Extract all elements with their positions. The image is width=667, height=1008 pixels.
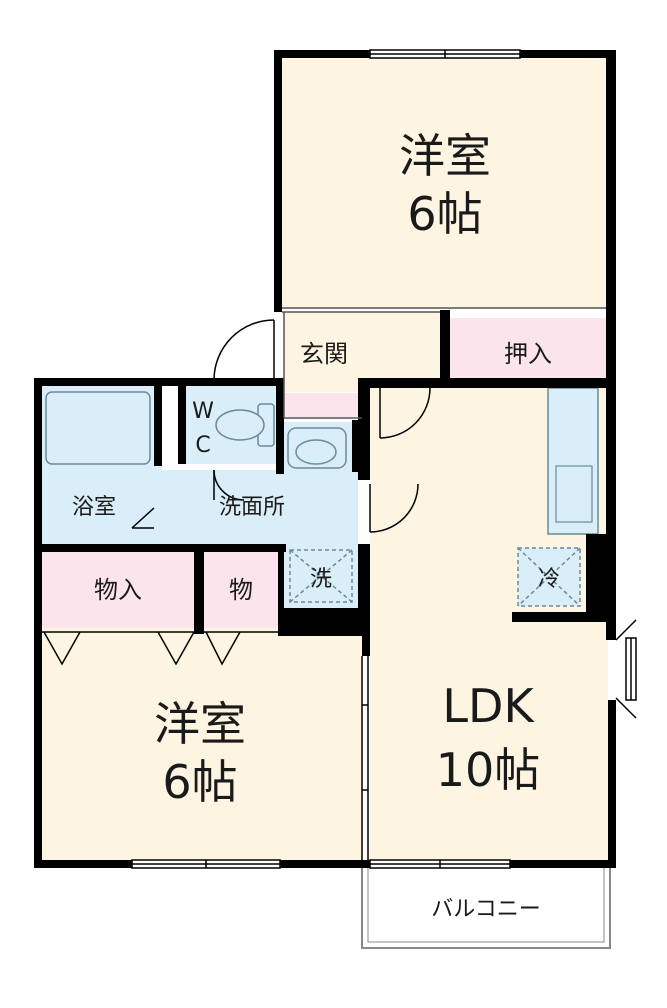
closet-oshiire-label: 押入 <box>504 340 552 368</box>
balcony-area <box>361 861 611 949</box>
bathtub <box>45 391 151 465</box>
toilet-icon <box>215 403 275 447</box>
entrance-mat <box>284 393 362 417</box>
entrance-floor <box>284 312 362 392</box>
windows <box>131 49 637 869</box>
sliding-door-ldk <box>361 656 369 860</box>
washroom-label: 洗面所 <box>219 495 285 520</box>
wc-label-c: C <box>195 433 210 458</box>
room-western-top-size: 6帖 <box>407 187 482 241</box>
fridge-icon <box>517 547 581 607</box>
room-western-top-floor <box>282 57 609 309</box>
room-western-bottom-name: 洋室 <box>154 697 246 751</box>
closet-oshiire-floor <box>450 318 606 378</box>
storage-a-label: 物入 <box>94 576 142 604</box>
washer-icon <box>289 549 353 603</box>
fridge-label: 冷 <box>538 567 560 592</box>
room-western-top-name: 洋室 <box>399 129 491 183</box>
room-western-bottom-floor <box>42 628 362 860</box>
storage-b-label: 物 <box>229 576 253 604</box>
room-western-bottom-size: 6帖 <box>162 755 237 809</box>
entrance-label: 玄関 <box>300 340 348 368</box>
balcony-label: バルコニー <box>431 897 541 922</box>
hall-floor <box>362 312 446 382</box>
room-ldk-size: 10帖 <box>436 743 541 797</box>
doors <box>42 319 431 666</box>
storage-b-floor <box>204 552 278 628</box>
thin-walls <box>282 307 606 419</box>
bath-label: 浴室 <box>72 495 116 520</box>
room-ldk-name: LDK <box>442 679 535 733</box>
storage-a-floor <box>42 552 194 628</box>
washroom-floor <box>162 470 358 544</box>
sink-basin <box>555 465 593 523</box>
wc-label-w: W <box>192 399 214 424</box>
washbasin-icon <box>287 427 347 469</box>
washer-label: 洗 <box>310 567 332 592</box>
